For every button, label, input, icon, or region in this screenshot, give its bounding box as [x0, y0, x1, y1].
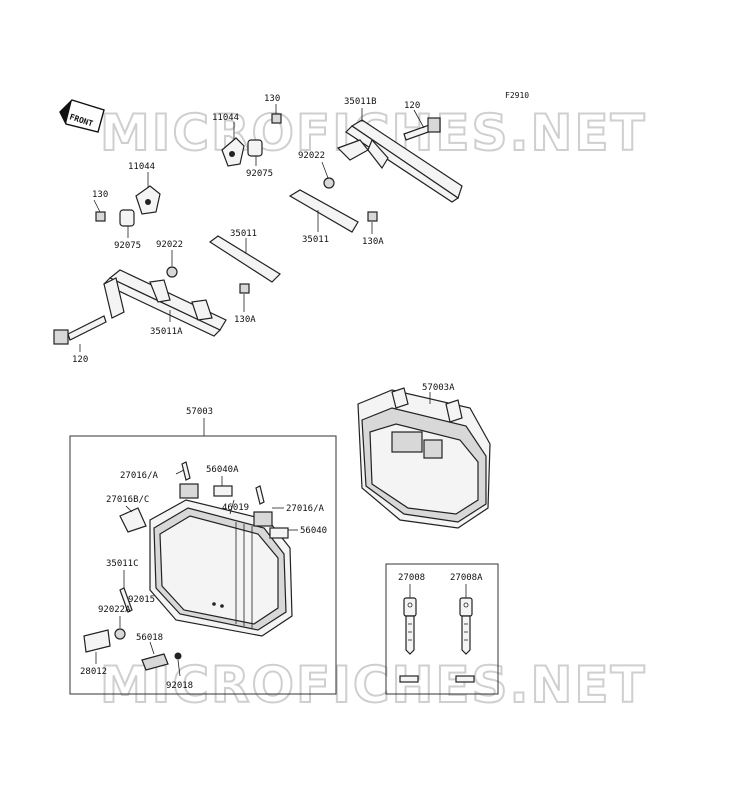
- label-92022A: 92022A: [98, 605, 131, 615]
- label-35011-right: 35011: [302, 235, 329, 245]
- bolt-130A-right: [367, 211, 378, 234]
- label-27016A-right: 27016/A: [286, 504, 325, 514]
- label-57003A: 57003A: [422, 383, 455, 393]
- label-27016A-top: 27016/A: [120, 471, 159, 481]
- key-27008-icon: [399, 584, 419, 683]
- label-11044-top: 11044: [212, 113, 239, 123]
- label-130-top: 130: [264, 94, 280, 104]
- label-56018: 56018: [136, 633, 163, 643]
- diagram-code: F2910: [505, 91, 529, 100]
- label-27008A: 27008A: [450, 573, 483, 583]
- clip-92018: [174, 652, 182, 677]
- label-92015: 92015: [128, 595, 155, 605]
- label-35011C: 35011C: [106, 559, 139, 569]
- rubber-92075-left: [119, 209, 135, 238]
- clip-27016A-right: [253, 485, 284, 527]
- key-27008A-icon: [455, 584, 475, 683]
- bar-35011-right: [288, 189, 359, 233]
- emblem-28012: [83, 629, 111, 664]
- label-35011A: 35011A: [150, 327, 183, 337]
- side-case-57003A: [357, 387, 491, 529]
- bolt-120-left: [53, 315, 107, 352]
- label-92022-top: 92022: [298, 151, 325, 161]
- label-92018: 92018: [166, 681, 193, 691]
- bar-35011A: [102, 269, 227, 337]
- label-11044-left: 11044: [128, 162, 155, 172]
- bar-35011B: [336, 108, 463, 203]
- label-130-left: 130: [92, 190, 108, 200]
- label-92075-left: 92075: [114, 241, 141, 251]
- pad-56040: [269, 527, 298, 539]
- label-92022-left: 92022: [156, 240, 183, 250]
- clip-27016A-top: [175, 461, 191, 481]
- label-56040: 56040: [300, 526, 327, 536]
- bolt-130-left: [93, 199, 106, 222]
- label-92075-top: 92075: [246, 169, 273, 179]
- label-130A-left: 130A: [234, 315, 256, 325]
- label-130A-right: 130A: [362, 237, 384, 247]
- keys-frame: [385, 563, 499, 695]
- label-27008: 27008: [398, 573, 425, 583]
- rubber-92075-top: [247, 139, 263, 166]
- assembly-57003-frame: [69, 435, 337, 695]
- bar-35011-left: [208, 235, 281, 283]
- label-120-top: 120: [404, 101, 420, 111]
- bolt-130-top: [271, 104, 282, 124]
- washer-92022A: [114, 616, 126, 640]
- bolt-130A-left: [239, 283, 250, 312]
- label-46019: 46019: [222, 503, 249, 513]
- latch-block-left: [179, 483, 199, 499]
- leader-46019: [229, 499, 235, 515]
- bracket-11044-left: [135, 172, 161, 215]
- front-arrow-icon: FRONT: [59, 99, 105, 133]
- washer-92022-left: [166, 250, 178, 278]
- label-27016BC: 27016B/C: [106, 495, 149, 505]
- watermark-bottom: MICROFICHES.NET: [100, 656, 647, 714]
- label-35011B: 35011B: [344, 97, 377, 107]
- pad-56040A: [213, 476, 233, 497]
- rod-35011C: [119, 570, 133, 613]
- label-28012: 28012: [80, 667, 107, 677]
- label-35011-left: 35011: [230, 229, 257, 239]
- lock-27016BC: [119, 505, 147, 533]
- reflector-56018: [141, 641, 169, 671]
- bracket-11044-top: [221, 122, 245, 167]
- label-57003: 57003: [186, 407, 213, 417]
- label-120-left: 120: [72, 355, 88, 365]
- washer-92022-top: [321, 161, 335, 189]
- case-57003: [149, 499, 293, 637]
- bolt-120-top: [403, 109, 441, 141]
- label-56040A: 56040A: [206, 465, 239, 475]
